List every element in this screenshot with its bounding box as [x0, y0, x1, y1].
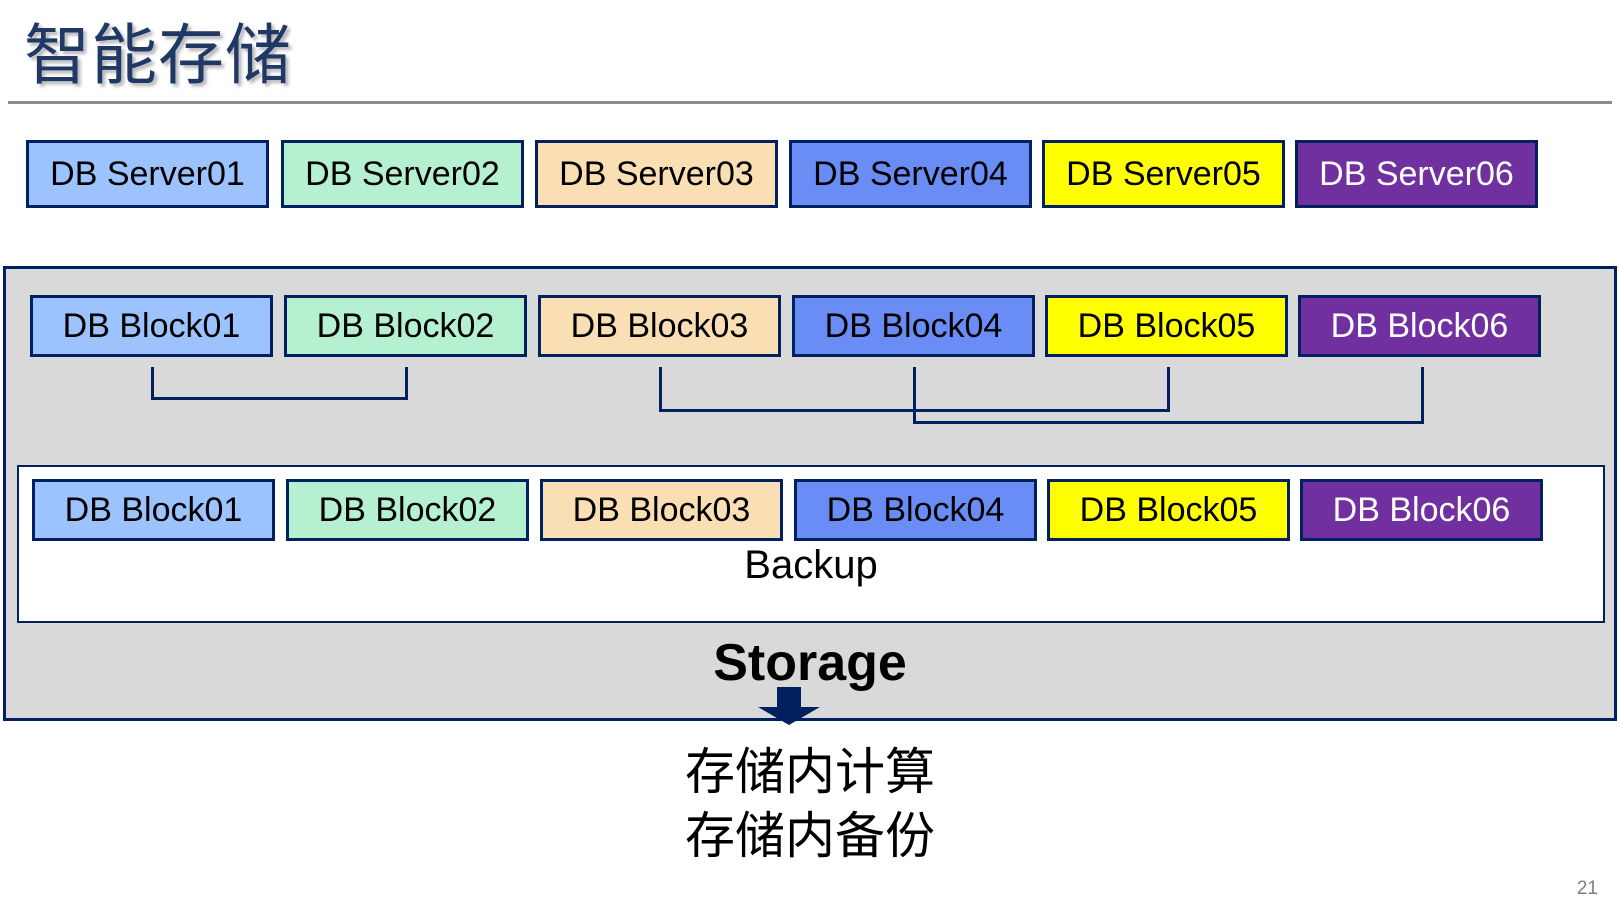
db-block-primary-box-label: DB Block06 [1330, 306, 1509, 345]
db-server-box-2[interactable]: DB Server02 [281, 140, 524, 208]
db-block-primary-box-label: DB Block01 [62, 306, 241, 345]
db-server-box-1[interactable]: DB Server01 [26, 140, 269, 208]
db-server-box-4[interactable]: DB Server04 [789, 140, 1032, 208]
db-block-backup-box-2[interactable]: DB Block02 [286, 479, 529, 541]
db-block-backup-box-label: DB Block04 [826, 490, 1005, 529]
db-block-backup-box-label: DB Block02 [318, 490, 497, 529]
db-server-box-5[interactable]: DB Server05 [1042, 140, 1285, 208]
db-server-box-label: DB Server01 [50, 154, 245, 193]
title-divider [8, 101, 1612, 104]
db-block-backup-box-label: DB Block01 [64, 490, 243, 529]
db-block-backup-box-5[interactable]: DB Block05 [1047, 479, 1290, 541]
backup-panel: DB Block01 DB Block02 DB Block03 DB Block04… [17, 465, 1605, 623]
db-server-box-label: DB Server03 [559, 154, 754, 193]
db-server-box-6[interactable]: DB Server06 [1295, 140, 1538, 208]
db-server-box-label: DB Server06 [1319, 154, 1514, 193]
caption-block: 存储内计算 存储内备份 [0, 740, 1620, 868]
db-server-box-label: DB Server05 [1066, 154, 1261, 193]
db-block-backup-box-1[interactable]: DB Block01 [32, 479, 275, 541]
caption-line-1: 存储内计算 [685, 744, 935, 800]
backup-label: Backup [744, 543, 878, 587]
db-block-primary-box-2[interactable]: DB Block02 [284, 295, 527, 357]
bracket-block01-block02 [151, 367, 408, 400]
db-block-backup-box-4[interactable]: DB Block04 [794, 479, 1037, 541]
db-block-primary-box-6[interactable]: DB Block06 [1298, 295, 1541, 357]
db-block-backup-box-label: DB Block06 [1332, 490, 1511, 529]
storage-label: Storage [713, 634, 907, 692]
db-block-backup-box-6[interactable]: DB Block06 [1300, 479, 1543, 541]
db-block-primary-box-3[interactable]: DB Block03 [538, 295, 781, 357]
db-block-backup-box-3[interactable]: DB Block03 [540, 479, 783, 541]
db-block-backup-box-label: DB Block03 [572, 490, 751, 529]
db-block-primary-box-label: DB Block02 [316, 306, 495, 345]
db-server-box-label: DB Server02 [305, 154, 500, 193]
storage-container: DB Block01 DB Block02 DB Block03 DB Block04… [3, 266, 1617, 725]
db-block-primary-box-4[interactable]: DB Block04 [792, 295, 1035, 357]
db-block-primary-box-label: DB Block04 [824, 306, 1003, 345]
db-block-backup-box-label: DB Block05 [1079, 490, 1258, 529]
bracket-block04-block06 [913, 367, 1424, 424]
down-arrow-icon [758, 687, 820, 725]
db-server-box-3[interactable]: DB Server03 [535, 140, 778, 208]
db-block-primary-box-1[interactable]: DB Block01 [30, 295, 273, 357]
page-title: 智能存储 [24, 18, 292, 92]
db-block-primary-box-5[interactable]: DB Block05 [1045, 295, 1288, 357]
db-block-primary-box-label: DB Block05 [1077, 306, 1256, 345]
db-block-primary-box-label: DB Block03 [570, 306, 749, 345]
page-number: 21 [1576, 878, 1598, 899]
db-server-box-label: DB Server04 [813, 154, 1008, 193]
caption-line-2: 存储内备份 [685, 808, 935, 864]
